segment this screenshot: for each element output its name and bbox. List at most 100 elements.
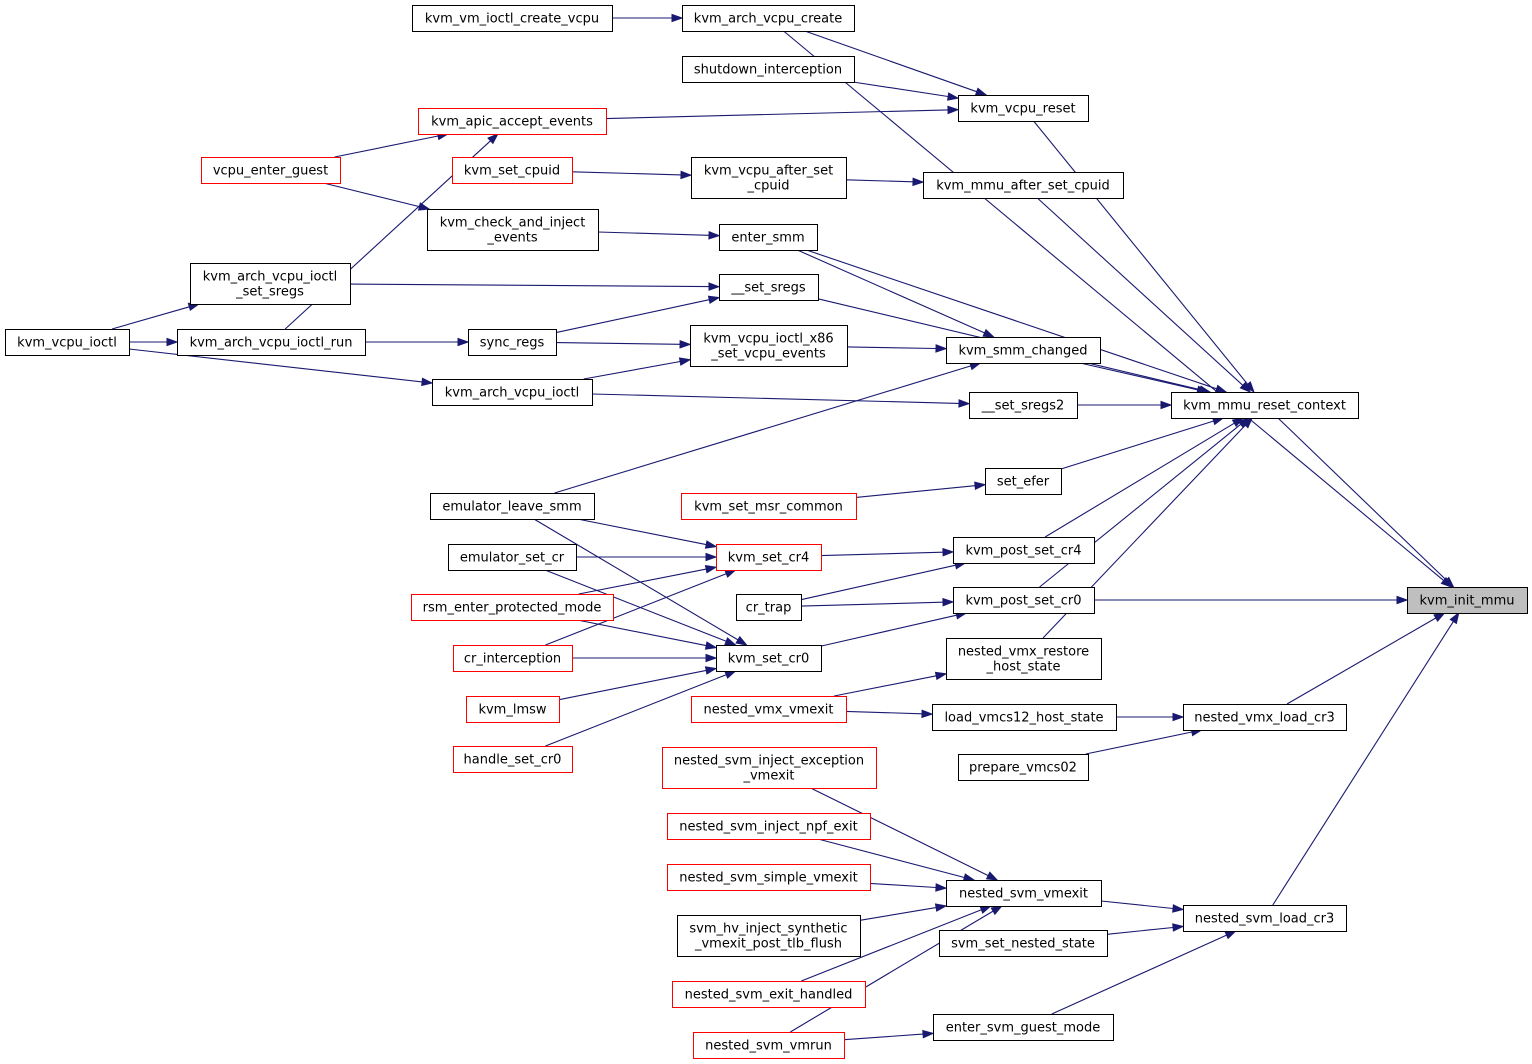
node-label: nested_svm_simple_vmexit xyxy=(679,871,857,886)
node-set-sregs2[interactable]: __set_sregs2 xyxy=(969,392,1078,419)
node-box xyxy=(667,813,871,840)
edge-kvm-arch-vcpu-ioctl-run-to-sync-regs xyxy=(365,337,470,347)
node-label: nested_vmx_restore xyxy=(958,645,1089,660)
node-label: kvm_arch_vcpu_ioctl_run xyxy=(190,336,353,351)
arrowhead xyxy=(1243,381,1255,394)
node-label: _set_vcpu_events xyxy=(710,347,826,362)
node-svm-set-nested-state[interactable]: svm_set_nested_state xyxy=(939,930,1108,957)
node-vcpu-enter-guest[interactable]: vcpu_enter_guest xyxy=(201,157,341,184)
edge-line xyxy=(855,485,976,498)
edge-line xyxy=(555,342,681,345)
node-label: kvm_vcpu_reset xyxy=(970,102,1075,117)
node-svm-hv-inject-synthetic-vmexit-post-tlb-flush[interactable]: svm_hv_inject_synthetic_vmexit_post_tlb_… xyxy=(677,915,861,957)
node-enter-smm[interactable]: enter_smm xyxy=(719,224,818,251)
node-kvm-arch-vcpu-ioctl[interactable]: kvm_arch_vcpu_ioctl xyxy=(432,379,593,406)
edge-line xyxy=(1079,362,1198,391)
node-cr-interception[interactable]: cr_interception xyxy=(453,645,573,672)
node-kvm-arch-vcpu-create[interactable]: kvm_arch_vcpu_create xyxy=(682,5,855,32)
node-rsm-enter-protected-mode[interactable]: rsm_enter_protected_mode xyxy=(411,594,614,621)
arrowhead xyxy=(1214,384,1228,393)
arrowhead xyxy=(679,339,692,349)
edge-kvm-set-cpuid-to-kvm-vcpu-after-set-cpuid xyxy=(571,170,693,180)
edge-line xyxy=(558,669,707,701)
node-emulator-set-cr[interactable]: emulator_set_cr xyxy=(448,544,577,571)
node-nested-svm-vmexit[interactable]: nested_svm_vmexit xyxy=(946,880,1102,907)
node-label: kvm_mmu_after_set_cpuid xyxy=(936,179,1110,194)
edge-line xyxy=(1100,900,1174,910)
node-box xyxy=(190,263,351,305)
node-kvm-vcpu-ioctl[interactable]: kvm_vcpu_ioctl xyxy=(5,329,130,356)
node-kvm-post-set-cr0[interactable]: kvm_post_set_cr0 xyxy=(953,587,1095,614)
node-nested-svm-load-cr3[interactable]: nested_svm_load_cr3 xyxy=(1183,905,1347,932)
arrowhead xyxy=(921,709,934,719)
node-kvm-mmu-reset-context[interactable]: kvm_mmu_reset_context xyxy=(1171,392,1359,419)
node-handle-set-cr0[interactable]: handle_set_cr0 xyxy=(453,746,573,773)
node-kvm-mmu-after-set-cpuid[interactable]: kvm_mmu_after_set_cpuid xyxy=(923,172,1124,199)
node-enter-svm-guest-mode[interactable]: enter_svm_guest_mode xyxy=(933,1014,1114,1041)
edge-kvm-vcpu-after-set-cpuid-to-kvm-mmu-after-set-cpuid xyxy=(845,177,925,187)
arrowhead xyxy=(678,357,692,366)
edge-line xyxy=(843,1033,924,1041)
node-kvm-post-set-cr4[interactable]: kvm_post_set_cr4 xyxy=(953,537,1095,564)
node-sync-regs[interactable]: sync_regs xyxy=(468,329,557,356)
node-box xyxy=(430,493,595,520)
node-kvm-set-msr-common[interactable]: kvm_set_msr_common xyxy=(681,493,857,520)
node-box xyxy=(958,754,1089,781)
node-kvm-smm-changed[interactable]: kvm_smm_changed xyxy=(946,337,1101,364)
edge-line xyxy=(1106,926,1174,935)
node-kvm-vcpu-reset[interactable]: kvm_vcpu_reset xyxy=(958,95,1089,122)
edge-kvm-set-msr-common-to-set-efer xyxy=(855,481,987,498)
edge-sync-regs-to-kvm-vcpu-ioctl-x86-set-vcpu-events xyxy=(555,339,692,349)
node-kvm-set-cr0[interactable]: kvm_set_cr0 xyxy=(716,645,822,672)
node-shutdown-interception[interactable]: shutdown_interception xyxy=(682,56,855,83)
edge-line xyxy=(1044,422,1235,538)
edge-line xyxy=(797,249,985,334)
edge-kvm-post-set-cr4-to-kvm-mmu-reset-context xyxy=(1044,417,1245,538)
node-box xyxy=(690,325,848,367)
node-nested-svm-inject-npf-exit[interactable]: nested_svm_inject_npf_exit xyxy=(667,813,871,840)
node-box xyxy=(468,329,557,356)
edge-vcpu-enter-guest-to-kvm-check-and-inject-events xyxy=(323,182,431,211)
node-kvm-apic-accept-events[interactable]: kvm_apic_accept_events xyxy=(418,108,607,135)
node-nested-vmx-vmexit[interactable]: nested_vmx_vmexit xyxy=(691,696,847,723)
node-label: handle_set_cr0 xyxy=(464,753,562,768)
node-kvm-init-mmu[interactable]: kvm_init_mmu xyxy=(1407,587,1528,614)
node-set-efer[interactable]: set_efer xyxy=(985,468,1062,495)
arrowhead xyxy=(962,873,976,882)
node-nested-vmx-restore-host-state[interactable]: nested_vmx_restore_host_state xyxy=(946,638,1102,680)
node-nested-svm-exit-handled[interactable]: nested_svm_exit_handled xyxy=(672,981,866,1008)
node-set-sregs[interactable]: __set_sregs xyxy=(719,274,819,301)
node-kvm-set-cpuid[interactable]: kvm_set_cpuid xyxy=(452,157,573,184)
node-cr-trap[interactable]: cr_trap xyxy=(736,594,802,621)
node-kvm-arch-vcpu-ioctl-set-sregs[interactable]: kvm_arch_vcpu_ioctl_set_sregs xyxy=(190,263,351,305)
node-emulator-leave-smm[interactable]: emulator_leave_smm xyxy=(430,493,595,520)
node-kvm-vm-ioctl-create-vcpu[interactable]: kvm_vm_ioctl_create_vcpu xyxy=(412,5,613,32)
node-nested-vmx-load-cr3[interactable]: nested_vmx_load_cr3 xyxy=(1183,704,1347,731)
arrowhead xyxy=(934,671,948,681)
node-nested-svm-inject-exception-vmexit[interactable]: nested_svm_inject_exception_vmexit xyxy=(662,747,877,789)
node-nested-svm-simple-vmexit[interactable]: nested_svm_simple_vmexit xyxy=(667,864,871,891)
node-kvm-vcpu-ioctl-x86-set-vcpu-events[interactable]: kvm_vcpu_ioctl_x86_set_vcpu_events xyxy=(690,325,848,367)
edge-line xyxy=(820,614,957,647)
node-box xyxy=(716,645,822,672)
edge-line xyxy=(571,171,682,176)
node-kvm-set-cr4[interactable]: kvm_set_cr4 xyxy=(716,544,822,571)
edge-enter-smm-to-kvm-mmu-reset-context xyxy=(806,249,1228,393)
node-kvm-arch-vcpu-ioctl-run[interactable]: kvm_arch_vcpu_ioctl_run xyxy=(177,329,366,356)
node-load-vmcs12-host-state[interactable]: load_vmcs12_host_state xyxy=(932,704,1117,731)
node-kvm-lmsw[interactable]: kvm_lmsw xyxy=(466,696,560,723)
node-kvm-check-and-inject-events[interactable]: kvm_check_and_inject_events xyxy=(427,209,599,251)
node-nested-svm-vmrun[interactable]: nested_svm_vmrun xyxy=(693,1032,845,1059)
node-prepare-vmcs02[interactable]: prepare_vmcs02 xyxy=(958,754,1089,781)
arrowhead xyxy=(942,597,955,607)
edge-line xyxy=(1085,731,1193,755)
node-label: kvm_apic_accept_events xyxy=(431,115,593,130)
node-kvm-vcpu-after-set-cpuid[interactable]: kvm_vcpu_after_set_cpuid xyxy=(691,157,847,199)
arrowhead xyxy=(958,399,971,408)
node-box xyxy=(411,594,614,621)
arrowhead xyxy=(680,170,693,180)
arrowhead xyxy=(1239,381,1252,393)
arrowhead xyxy=(421,377,434,387)
node-label: set_efer xyxy=(997,475,1050,490)
arrowhead xyxy=(707,295,721,305)
